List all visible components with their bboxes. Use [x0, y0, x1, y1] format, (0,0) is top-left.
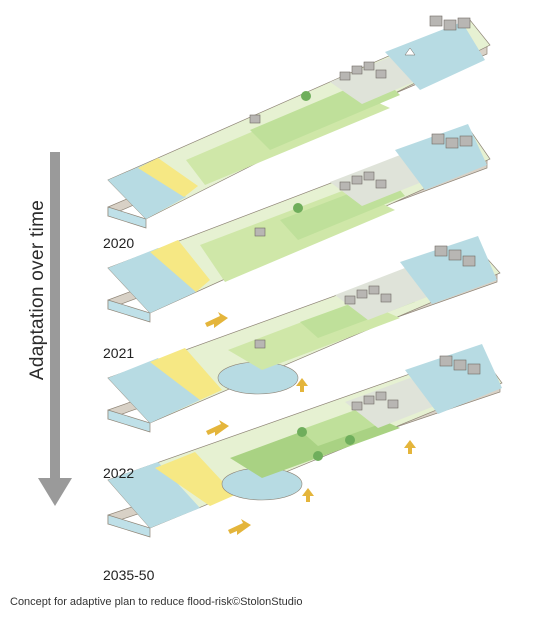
year-label-2022: 2022	[103, 465, 135, 481]
year-label-2020: 2020	[103, 235, 135, 251]
caption: Concept for adaptive plan to reduce floo…	[10, 596, 303, 608]
stage-2022-illustration	[107, 236, 501, 436]
year-label-2035-50: 2035-50	[103, 567, 155, 583]
time-axis-label-text: Adaptation over time	[27, 199, 48, 381]
time-arrow	[38, 152, 72, 506]
stage-2020-illustration	[107, 15, 491, 229]
stage-2035-50-illustration	[107, 344, 503, 538]
year-label-2021: 2021	[103, 345, 135, 361]
stage-2021-illustration	[107, 124, 491, 328]
time-axis-label: Adaptation over time	[18, 150, 58, 430]
